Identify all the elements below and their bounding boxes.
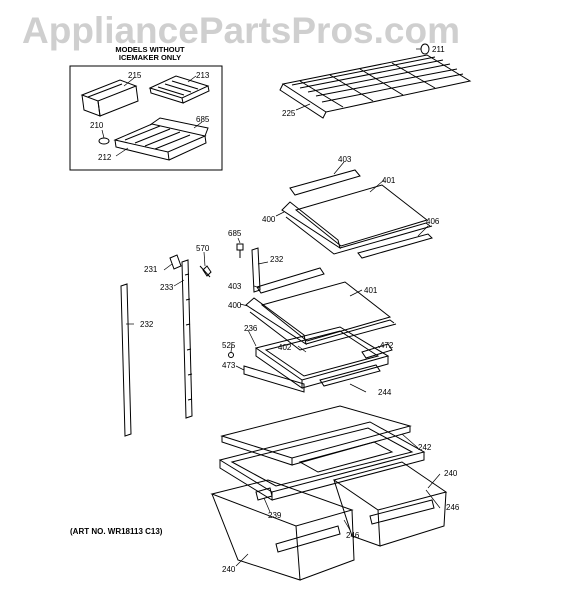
callout-472: 472 [380,341,394,350]
callout-225: 225 [282,109,296,118]
part-406-rear-trim [357,233,433,259]
callout-401-upper: 401 [382,176,396,185]
callout-685: 685 [228,229,242,238]
part-402-crisper-frame [254,326,390,389]
part-232-left-rail [120,283,132,437]
inset-box [69,65,223,171]
callout-232-left: 232 [140,320,154,329]
part-472-slide [361,343,393,359]
callout-570: 570 [196,244,210,253]
inset-title-line2: ICEMAKER ONLY [118,53,182,62]
part-473-side-rail [243,365,305,393]
part-232-right-rail [251,247,261,293]
inset-title: MODELS WITHOUT ICEMAKER ONLY [95,46,205,62]
crisper-frame [218,421,426,501]
part-215-shelf-rail [80,79,139,117]
callout-473: 473 [222,361,236,370]
part-225-wire-shelf [279,54,472,119]
part-210 [98,137,110,145]
callout-525: 525 [222,341,236,350]
part-231-bracket [169,254,182,270]
callout-212: 212 [98,153,112,162]
callout-246-left: 246 [346,531,360,540]
callout-232-upper: 232 [270,255,284,264]
part-213-tray [148,75,210,104]
callout-213: 213 [196,71,210,80]
part-240-left-drawer [210,479,355,581]
part-211-clip [420,43,430,55]
inset-title-line1: MODELS WITHOUT [115,45,185,54]
part-403-lower-trim [256,267,325,294]
callout-244: 244 [378,388,392,397]
callout-242: 242 [418,443,432,452]
callout-400-upper: 400 [262,215,276,224]
part-233-center-rail [181,259,193,419]
part-403-upper-trim [289,169,361,196]
callout-239: 239 [268,511,282,520]
callout-211: 211 [432,45,445,54]
part-240-right-drawer [332,461,448,547]
part-525-pin [228,352,234,358]
leader-lines [101,48,441,567]
callout-231: 231 [144,265,158,274]
part-401-lower-glass [260,281,392,342]
callout-685-inset: 685 [196,115,210,124]
art-number: (ART NO. WR18113 C13) [70,527,163,536]
part-239-tab [255,487,273,501]
callout-246-right: 246 [446,503,460,512]
part-400-upper-frame [281,201,433,255]
callout-labels: 215 213 210 685 212 211 225 403 401 400 … [90,45,460,574]
callout-406: 406 [426,217,440,226]
part-244-rail [319,364,381,387]
callout-233: 233 [160,283,174,292]
part-685-screw [236,243,244,258]
callout-240-left: 240 [222,565,236,574]
callout-236: 236 [244,324,258,333]
callout-400-lower: 400 [228,301,242,310]
callout-403-lower: 403 [228,282,242,291]
watermark: AppliancePartsPros.com [22,10,460,51]
part-570-screw [199,265,212,278]
callout-240-right: 240 [444,469,458,478]
callout-210: 210 [90,121,104,130]
callout-215: 215 [128,71,142,80]
part-401-upper-glass [294,184,429,247]
callout-402: 402 [278,343,292,352]
callout-401-lower: 401 [364,286,378,295]
part-212-bin [113,117,209,161]
callout-403-upper: 403 [338,155,352,164]
part-400-lower-frame [245,297,397,351]
